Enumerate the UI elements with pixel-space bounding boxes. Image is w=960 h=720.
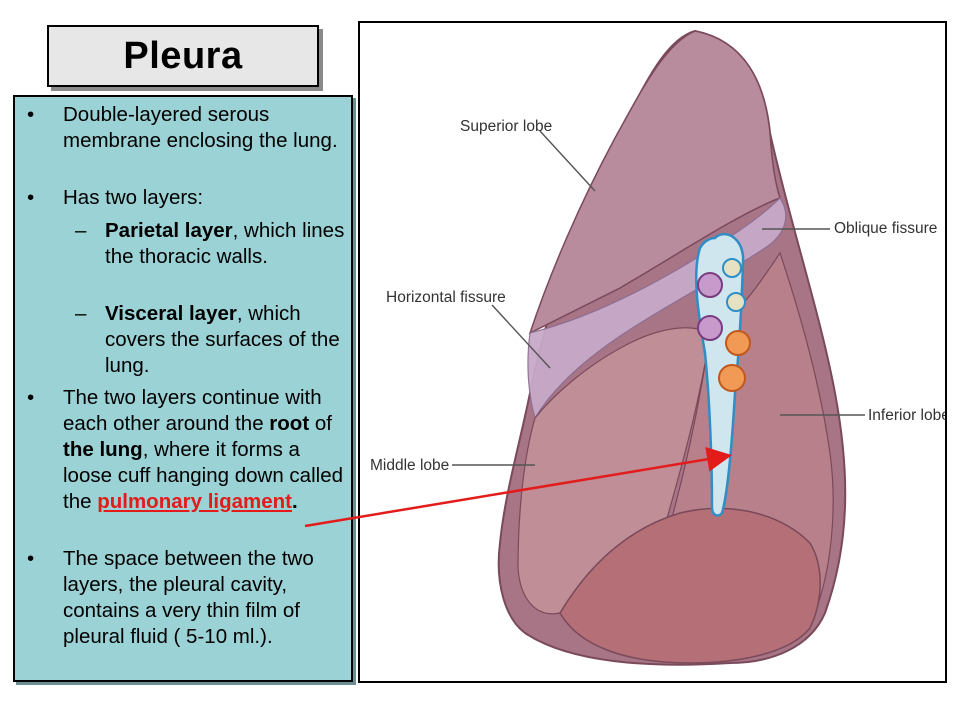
sub-mark: – xyxy=(75,302,87,325)
term-the-lung: the lung xyxy=(63,438,143,461)
pulmonary-artery-circle xyxy=(725,330,751,356)
pulmonary-vein-circle xyxy=(697,315,723,341)
bullet-text: The space between the two layers, the pl… xyxy=(63,547,314,648)
term-root: root xyxy=(269,412,310,435)
leader-line xyxy=(539,130,596,192)
term-parietal: Parietal layer xyxy=(105,219,233,242)
term-pulmonary-ligament: pulmonary ligament xyxy=(97,490,292,513)
text-segment: , where it forms a loose cuff hanging do… xyxy=(63,438,343,513)
superior-lobe xyxy=(528,30,781,335)
pulmonary-vein-circle xyxy=(697,272,723,298)
pulmonary-artery-circle xyxy=(718,364,746,392)
sub-bullet-text: Visceral layer, which covers the surface… xyxy=(105,301,345,379)
title-box: Pleura xyxy=(47,25,319,87)
sub-bullet-rest: , which lines the thoracic walls. xyxy=(105,219,345,268)
bronchus-circle xyxy=(722,258,742,278)
label-superior-lobe: Superior lobe xyxy=(460,118,552,135)
slide-title: Pleura xyxy=(123,34,243,77)
bronchus-circle xyxy=(726,292,746,312)
period: . xyxy=(291,490,298,513)
term-visceral: Visceral layer xyxy=(105,302,237,325)
bullet-mark: • xyxy=(27,103,35,126)
bullet-mark: • xyxy=(27,547,35,570)
text-segment: of xyxy=(309,412,332,435)
leader-line xyxy=(491,304,551,369)
lung-illustration: Superior lobe Oblique fissure Horizontal… xyxy=(370,29,947,666)
text-panel: • Double-layered serous membrane enclosi… xyxy=(13,95,353,682)
sub-bullet-text: Parietal layer, which lines the thoracic… xyxy=(105,218,345,270)
bullet-text: Has two layers: xyxy=(63,186,204,209)
lung-figure: Superior lobe Oblique fissure Horizontal… xyxy=(358,21,947,683)
bullet-mark: • xyxy=(27,386,35,409)
bullet-text: Double-layered serous membrane enclosing… xyxy=(63,103,338,152)
sub-bullet-rest: , which covers the surfaces of the lung. xyxy=(105,302,340,377)
label-inferior-lobe: Inferior lobe xyxy=(868,407,947,424)
sub-mark: – xyxy=(75,219,87,242)
text-segment: The two layers continue with each other … xyxy=(63,386,322,435)
bullet-mark: • xyxy=(27,186,35,209)
label-horizontal-fissure: Horizontal fissure xyxy=(386,289,506,306)
label-middle-lobe: Middle lobe xyxy=(370,457,449,474)
bullet-text: The two layers continue with each other … xyxy=(63,385,345,515)
label-oblique-fissure: Oblique fissure xyxy=(834,220,937,237)
